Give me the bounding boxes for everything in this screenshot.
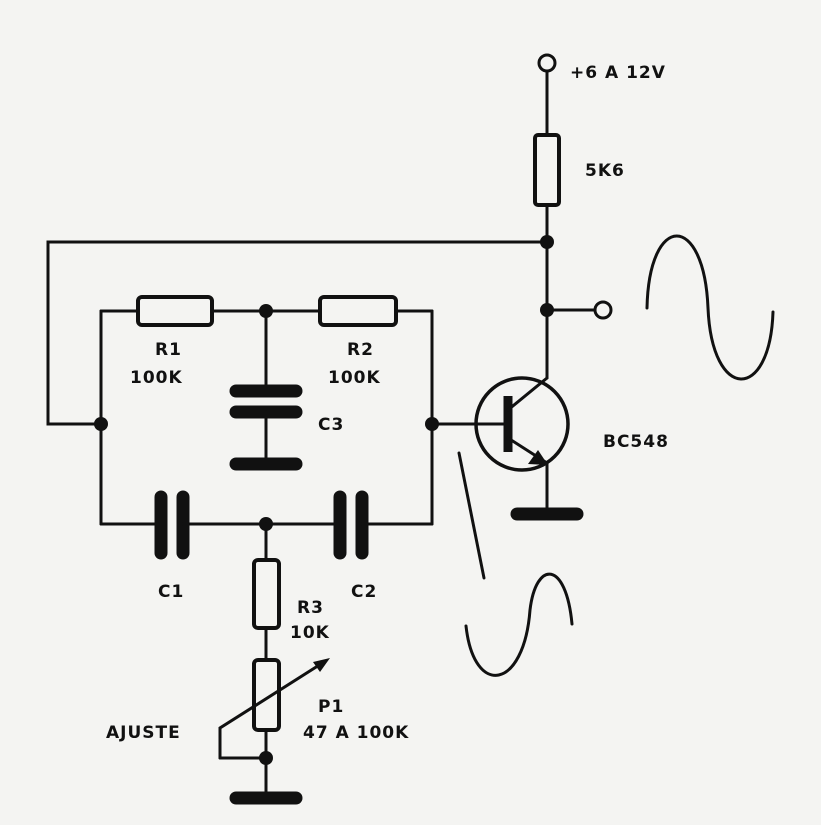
node-p1-bottom	[259, 751, 273, 765]
adjust-label: AJUSTE	[106, 723, 181, 743]
output-terminal	[593, 300, 613, 320]
potentiometer-p1	[252, 658, 281, 732]
node-left	[94, 417, 108, 431]
adjust-arrow-icon	[313, 658, 330, 672]
resistor-5k6-label: 5K6	[585, 161, 625, 181]
resistor-r2	[318, 295, 398, 327]
node-output	[540, 303, 554, 317]
base-waveform-icon	[464, 572, 574, 677]
emitter-arrow-icon	[528, 450, 548, 465]
transistor-label: BC548	[603, 432, 669, 452]
c2-label: C2	[351, 582, 377, 602]
supply-label: +6 A 12V	[570, 63, 666, 83]
p1-wiper-wire	[218, 660, 326, 760]
transistor-bc548-body	[474, 376, 570, 472]
r1-name: R1	[155, 340, 182, 360]
r3-name: R3	[297, 598, 324, 618]
output-waveform-icon	[645, 234, 775, 381]
p1-value: 47 A 100K	[303, 723, 409, 743]
c1-label: C1	[158, 582, 184, 602]
base-pointer-line	[457, 451, 486, 580]
wire-feedback-loop	[46, 240, 549, 426]
resistor-r1	[136, 295, 214, 327]
node-feedback	[540, 235, 554, 249]
resistor-r3	[252, 558, 281, 630]
supply-terminal	[537, 53, 557, 73]
c3-label: C3	[318, 415, 344, 435]
r2-value: 100K	[328, 368, 381, 388]
p1-name: P1	[318, 697, 344, 717]
r1-value: 100K	[130, 368, 183, 388]
resistor-5k6	[533, 133, 561, 207]
r2-name: R2	[347, 340, 374, 360]
r3-value: 10K	[290, 623, 330, 643]
transistor-collector-lead	[506, 376, 549, 412]
